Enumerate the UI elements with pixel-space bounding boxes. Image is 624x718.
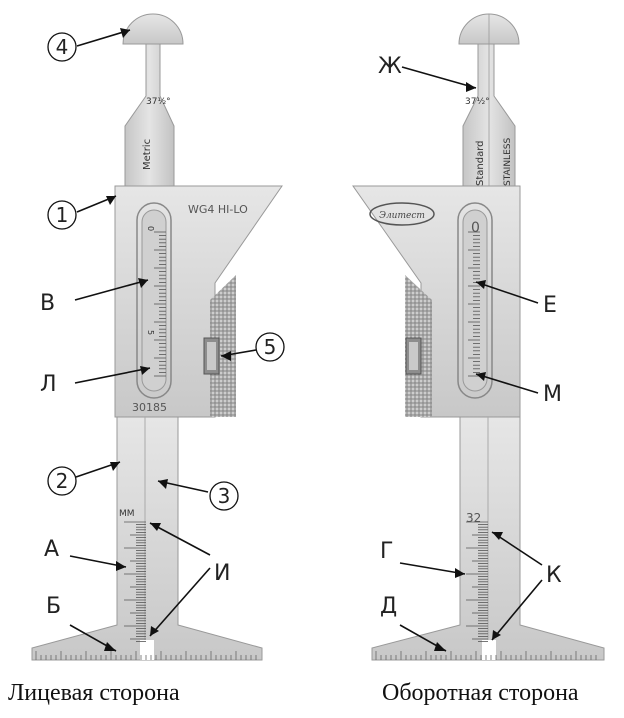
- back-slot-digit-0: 0: [471, 220, 480, 236]
- label-D: Д: [380, 594, 397, 619]
- leader-M: [475, 373, 539, 394]
- front-gauge-disc: [122, 13, 184, 45]
- front-knurl-strip: [210, 275, 236, 417]
- label-A: А: [44, 537, 59, 562]
- back-inch-scale: [466, 521, 488, 642]
- leader-K-top: [491, 531, 543, 566]
- back-angle-label: 37½°: [465, 97, 490, 107]
- front-gauge: 37½° Metric WG4 HI-LO 30185 0 5 MM: [31, 13, 283, 661]
- leader-G: [399, 562, 466, 575]
- front-scale-slot: [136, 202, 172, 399]
- back-logo: [369, 202, 435, 226]
- back-logo-text: Элитест: [379, 211, 425, 221]
- back-gauge: 37½° Standard STAINLESS Элитест 0 32: [352, 13, 605, 661]
- leader-K-bot: [491, 579, 543, 641]
- label-L: Л: [40, 372, 57, 397]
- front-unit-label: MM: [119, 509, 135, 519]
- front-slot-digit-0: 0: [146, 226, 155, 231]
- caption-front: Лицевая сторона: [8, 680, 180, 706]
- leader-lines: [69, 29, 543, 652]
- callout-5-circle: [255, 332, 285, 362]
- back-base-scale: [375, 651, 597, 660]
- front-base-scale: [35, 651, 257, 660]
- front-serial-label: 30185: [132, 401, 167, 414]
- leader-I-bot: [149, 567, 211, 637]
- label-M: М: [543, 382, 562, 407]
- label-E: Е: [543, 293, 557, 318]
- callout-1-circle: [47, 200, 77, 230]
- front-metric-label: Metric: [142, 139, 153, 170]
- front-model-label: WG4 HI-LO: [188, 203, 248, 216]
- back-stainless-label: STAINLESS: [503, 138, 513, 186]
- callout-4-circle: [47, 32, 77, 62]
- leader-arrowheads: [104, 28, 503, 651]
- leader-L: [74, 367, 151, 384]
- back-slot-ticks: [468, 231, 480, 377]
- callout-5: 5: [264, 335, 277, 359]
- front-slot-ticks: [154, 231, 166, 377]
- callout-2: 2: [56, 469, 69, 493]
- front-gauge-body: [114, 185, 283, 418]
- leader-I-top: [149, 522, 211, 556]
- leader-V: [74, 279, 149, 301]
- leader-4: [76, 29, 131, 47]
- back-scale-slot: [457, 202, 493, 399]
- label-K: К: [546, 563, 562, 588]
- label-G: Г: [380, 539, 393, 564]
- callout-1: 1: [56, 203, 69, 227]
- callout-4: 4: [56, 35, 69, 59]
- label-V: В: [40, 291, 55, 316]
- leader-E: [475, 281, 539, 304]
- back-scale-number: 32: [466, 511, 481, 525]
- caption-back: Оборотная сторона: [382, 680, 579, 706]
- label-I: И: [214, 561, 230, 586]
- callout-3: 3: [218, 484, 231, 508]
- front-slot-digit-5: 5: [146, 330, 155, 335]
- front-lower-shaft: [31, 416, 263, 661]
- front-angle-label: 37½°: [146, 97, 171, 107]
- label-B: Б: [46, 594, 61, 619]
- front-mm-scale: [124, 521, 146, 642]
- callout-3-circle: [209, 481, 239, 511]
- label-ZH: Ж: [378, 54, 402, 79]
- back-standard-label: Standard: [475, 141, 486, 187]
- numbered-callouts: [47, 32, 285, 511]
- callout-2-circle: [47, 466, 77, 496]
- leader-ZH: [401, 66, 477, 89]
